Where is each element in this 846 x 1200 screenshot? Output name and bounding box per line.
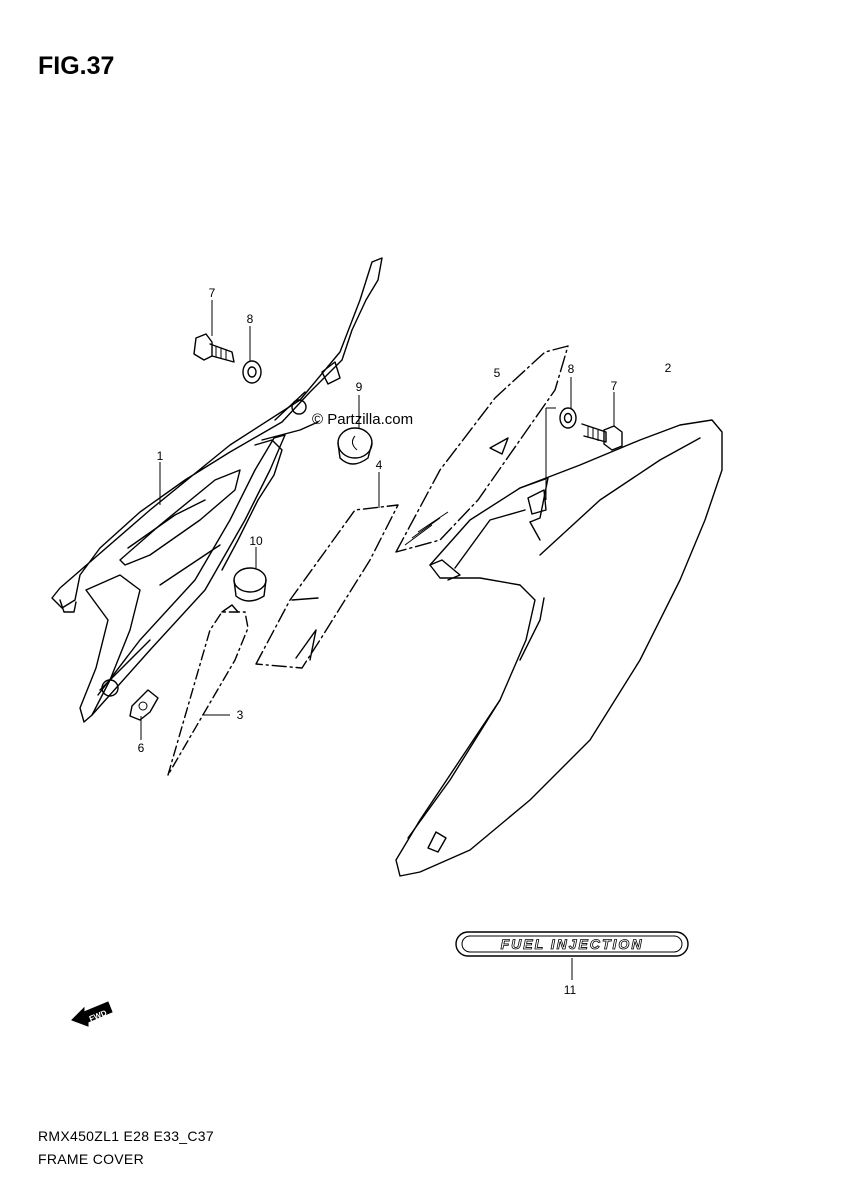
watermark: © Partzilla.com [312, 411, 413, 428]
bolt-right [581, 423, 623, 451]
bolt-left [193, 333, 235, 363]
washer-left [242, 360, 262, 384]
callout-1: 1 [157, 449, 164, 463]
callout-9: 9 [356, 380, 363, 394]
callout-2: 2 [665, 361, 672, 375]
callout-4: 4 [376, 458, 383, 472]
section-name: FRAME COVER [38, 1151, 144, 1167]
emblem-text: FUEL INJECTION [501, 936, 644, 952]
cushion-9 [337, 427, 373, 465]
figure-title: FIG.37 [38, 52, 115, 80]
cushion-10 [233, 567, 267, 602]
fwd-arrow-icon [71, 1001, 113, 1027]
frame-cover-right [395, 419, 723, 877]
callout-5: 5 [494, 366, 501, 380]
callout-6: 6 [138, 741, 145, 755]
model-code: RMX450ZL1 E28 E33_C37 [38, 1128, 214, 1144]
emblem-11 [455, 931, 689, 957]
callout-10: 10 [249, 534, 263, 548]
callout-8-left: 8 [247, 312, 254, 326]
callout-11: 11 [564, 983, 577, 997]
callout-3: 3 [237, 708, 244, 722]
leader-lines [140, 300, 615, 980]
callout-8-right: 8 [568, 362, 575, 376]
frame-cover-left [51, 257, 383, 723]
clip-6 [129, 689, 159, 721]
washer-right [559, 407, 577, 429]
sticker-4 [255, 504, 399, 669]
sticker-5 [395, 345, 569, 553]
callout-7-left: 7 [209, 286, 216, 300]
callout-7-right: 7 [611, 379, 618, 393]
guard-sheet-3 [167, 604, 249, 776]
